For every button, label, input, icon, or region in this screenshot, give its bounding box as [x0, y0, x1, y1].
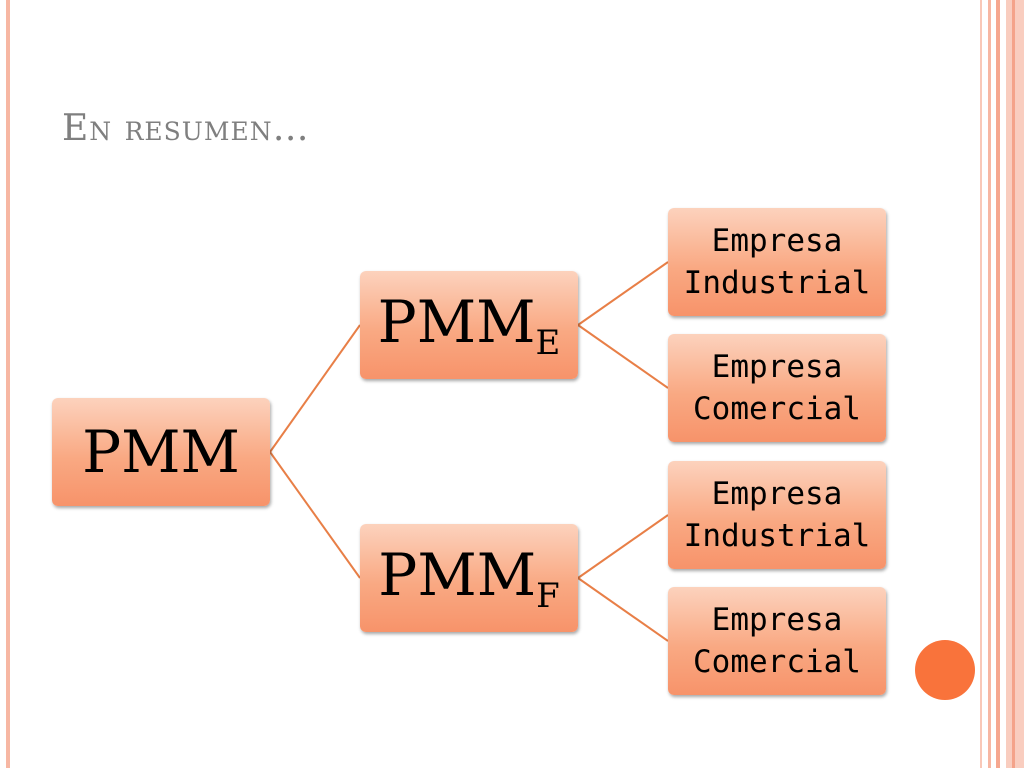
leaf-line-2: Industrial [683, 518, 871, 554]
node-pmm-f-subscript: F [536, 575, 560, 616]
node-leaf-empresa-industrial: Empresa Industrial [668, 461, 886, 569]
frame-right-stripe [996, 0, 1000, 768]
node-pmm-root: PMM [52, 398, 270, 506]
leaf-line-1: Empresa [711, 349, 843, 385]
leaf-line-1: Empresa [711, 223, 843, 259]
decorative-circle [915, 640, 975, 700]
connector-root-to-pmmf [269, 451, 361, 579]
connector-root-to-pmme [269, 324, 361, 453]
leaf-line-1: Empresa [711, 602, 843, 638]
node-pmm-e-label: PMME [377, 287, 561, 363]
node-pmm-f: PMMF [360, 524, 578, 632]
node-leaf-empresa-industrial: Empresa Industrial [668, 208, 886, 316]
connector-pmmf-to-leaf-4 [577, 577, 669, 642]
node-leaf-empresa-comercial: Empresa Comercial [668, 334, 886, 442]
slide-title: En resumen… [62, 108, 310, 149]
node-leaf-empresa-comercial: Empresa Comercial [668, 587, 886, 695]
connector-pmme-to-leaf-2 [577, 324, 669, 389]
node-pmm-f-label: PMMF [378, 540, 560, 616]
node-pmm-root-label: PMM [82, 418, 240, 486]
frame-right-stripe [1006, 0, 1024, 768]
node-pmm-e-subscript: E [535, 322, 561, 363]
leaf-line-1: Empresa [711, 476, 843, 512]
connector-pmme-to-leaf-1 [577, 261, 669, 326]
frame-left-stripe [6, 0, 10, 768]
frame-right-stripe [1012, 0, 1015, 768]
frame-right-stripe [988, 0, 991, 768]
node-pmm-e: PMME [360, 271, 578, 379]
connector-pmmf-to-leaf-3 [577, 514, 669, 579]
frame-right-stripe [980, 0, 982, 768]
leaf-line-2: Comercial [693, 391, 861, 427]
leaf-line-2: Comercial [693, 644, 861, 680]
leaf-line-2: Industrial [683, 265, 871, 301]
